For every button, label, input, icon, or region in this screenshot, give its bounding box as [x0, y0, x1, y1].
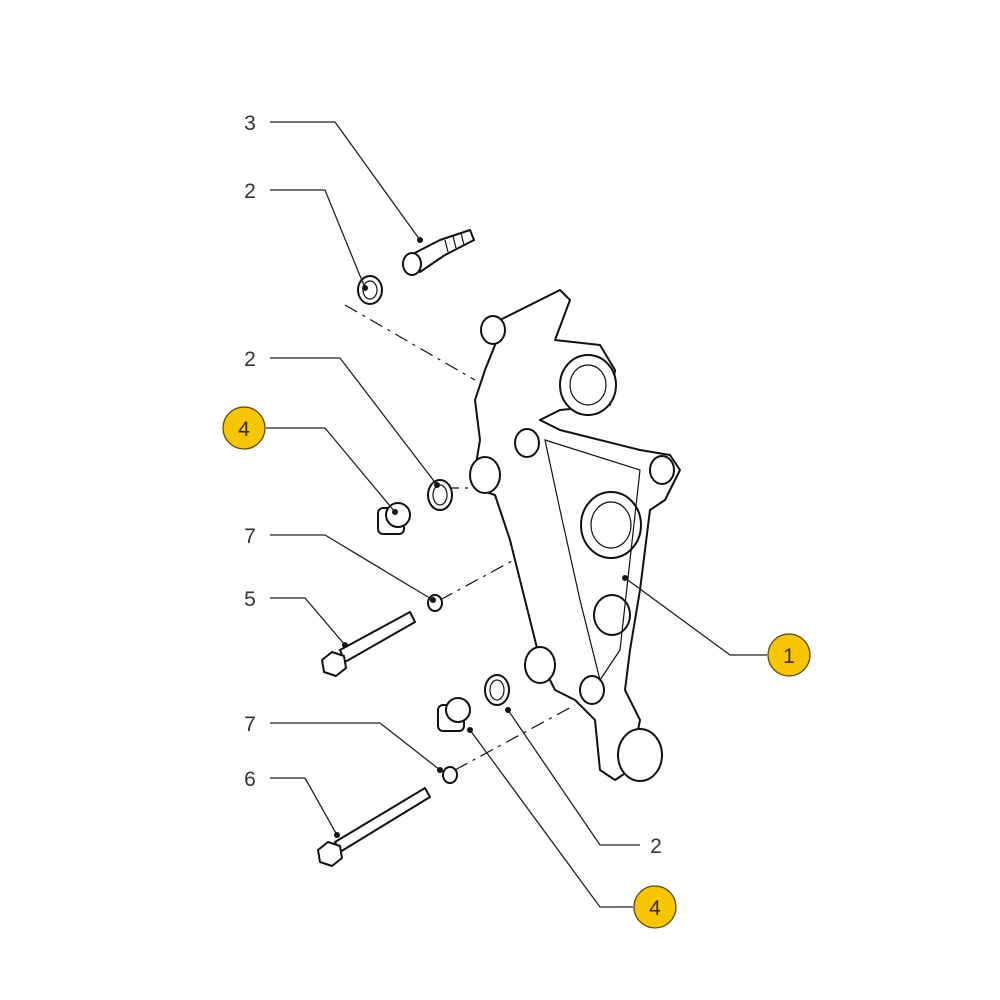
plug-part-4	[377, 502, 411, 535]
callout-label: 2	[244, 180, 256, 203]
washer-part-7	[427, 594, 443, 612]
callout-label: 3	[244, 112, 256, 135]
washer-part-2	[484, 674, 510, 706]
bolt-part-6	[317, 787, 431, 867]
callout-highlight: 1	[767, 633, 811, 677]
callout-label: 1	[783, 645, 795, 668]
callout-label: 4	[649, 897, 661, 920]
plug-part-4	[437, 697, 471, 732]
callout-label: 2	[244, 348, 256, 371]
assembly-axis	[454, 704, 576, 771]
callout-label: 7	[244, 525, 256, 548]
callout-label: 4	[238, 418, 250, 441]
washer-part-7	[442, 766, 458, 784]
callout-label: 7	[244, 713, 256, 736]
callout-label: 6	[244, 768, 256, 791]
washer-part-2	[427, 479, 453, 511]
assembly-axis	[439, 534, 561, 601]
hose-fitting-part-3	[402, 229, 475, 276]
bolt-part-5	[321, 611, 416, 677]
callout-label: 2	[650, 835, 662, 858]
assembly-axis	[344, 304, 476, 381]
housing-part-1	[469, 289, 681, 782]
callout-label: 5	[244, 588, 256, 611]
callout-highlight: 4	[222, 406, 266, 450]
washer-part-2	[357, 275, 383, 305]
callout-highlight: 4	[633, 885, 677, 929]
